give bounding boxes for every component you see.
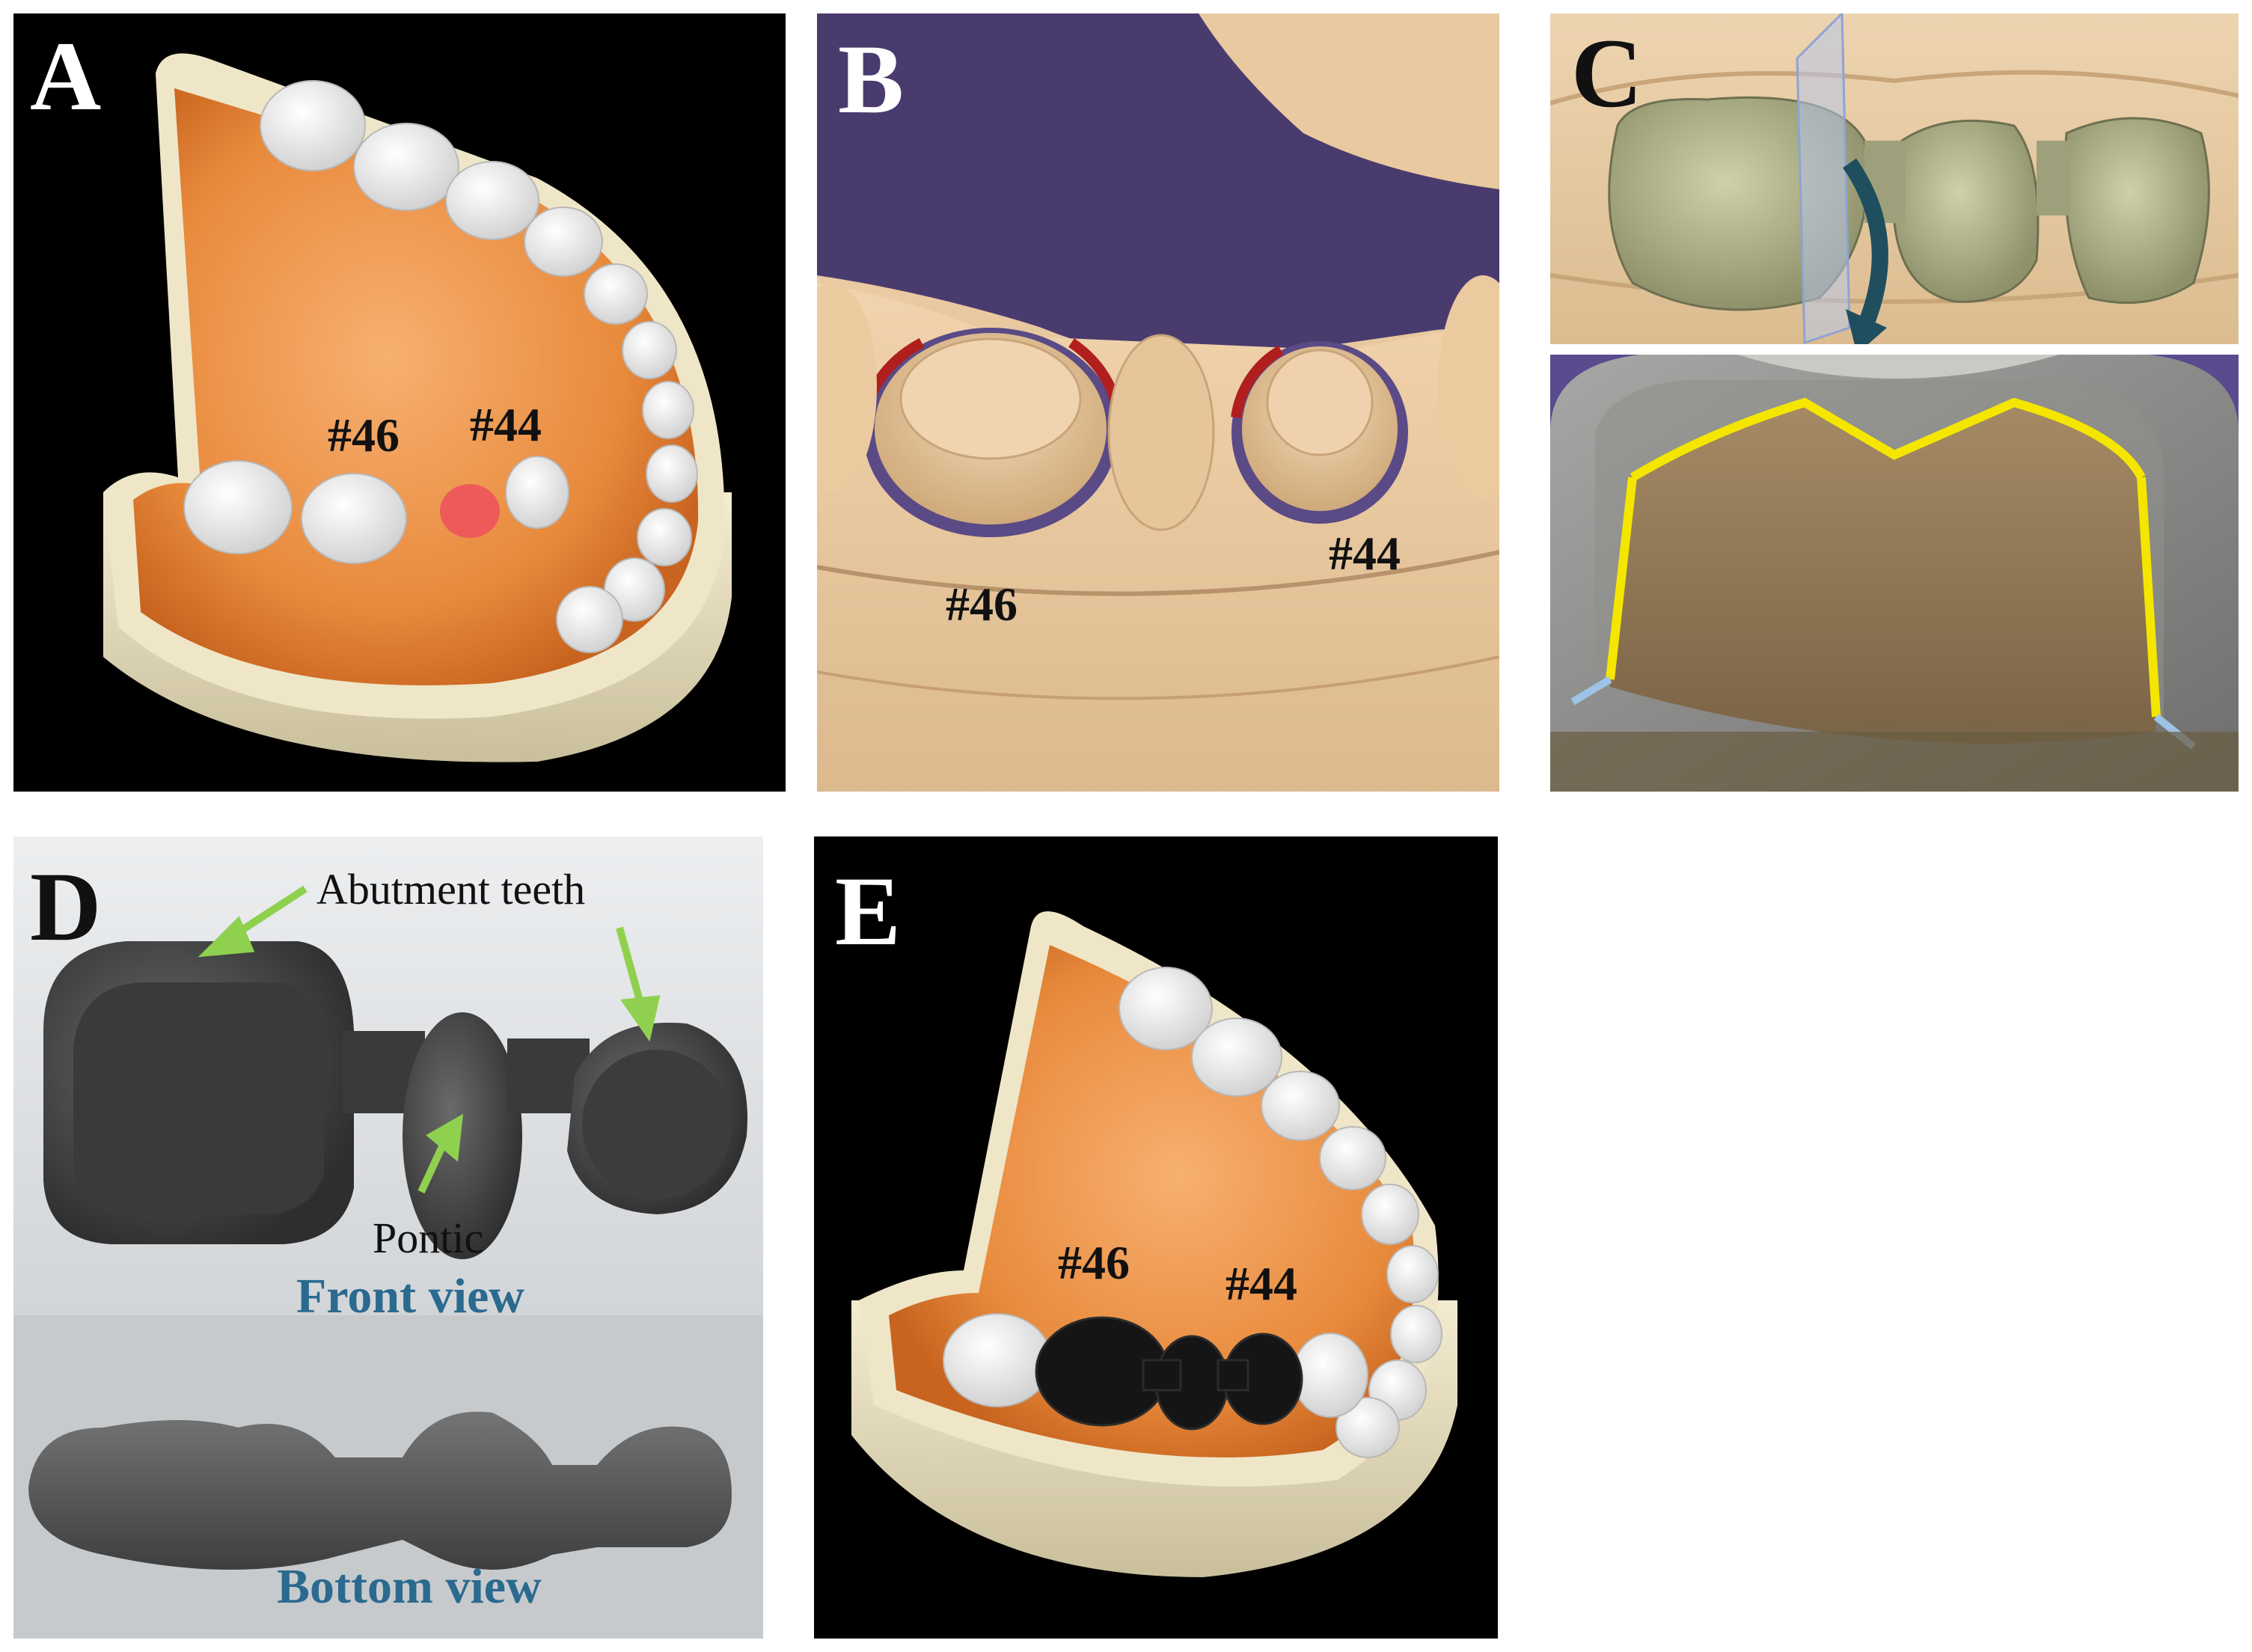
typodont-illustration [103,53,732,762]
panel-d-bridge-model: D Abutment teeth Pontic Front view Botto… [13,836,763,1639]
panel-letter-a: A [30,21,102,131]
tooth-label-44: #44 [1329,527,1401,580]
tooth-label-46: #46 [946,578,1018,631]
label-abutment-teeth: Abutment teeth [316,865,586,914]
scan-illustration [817,13,1499,792]
teeth-row-back [260,80,698,653]
bridge-bottom-view [28,1411,732,1570]
design-illustration [1550,13,2239,792]
bridge-front-view [43,941,747,1259]
panel-letter-e: E [835,856,902,966]
bridge-illustration [13,836,763,1639]
panel-c-design-views: C [1550,13,2239,792]
tooth-label-46: #46 [328,409,400,462]
panel-e-bridge-fitted-photo: E #46 #44 [814,836,1498,1639]
label-front-view: Front view [296,1269,524,1324]
panel-a-typodont-photo: A #46 #44 [13,13,786,792]
teeth-row-back [1119,967,1442,1458]
printed-bridge [1035,1316,1303,1431]
yellow-contour [1630,397,2146,482]
tooth-label-46: #46 [1058,1236,1130,1289]
fitted-typodont-illustration [851,911,1457,1577]
label-pontic: Pontic [373,1214,484,1262]
annotation-arrows [198,885,661,1194]
tooth-label-44: #44 [470,398,542,451]
section-plane [1796,13,1851,345]
panel-letter-d: D [30,851,102,961]
tooth-label-44: #44 [1226,1257,1297,1310]
edentulous-site [440,484,500,538]
label-bottom-view: Bottom view [277,1559,542,1614]
panel-letter-c: C [1571,18,1643,128]
panel-b-scan-view: B #46 #44 [817,13,1499,792]
panel-letter-b: B [838,24,905,134]
rotate-arrow [1842,158,1888,331]
teeth-row-front [183,456,569,564]
abutment-section [1610,403,2156,744]
